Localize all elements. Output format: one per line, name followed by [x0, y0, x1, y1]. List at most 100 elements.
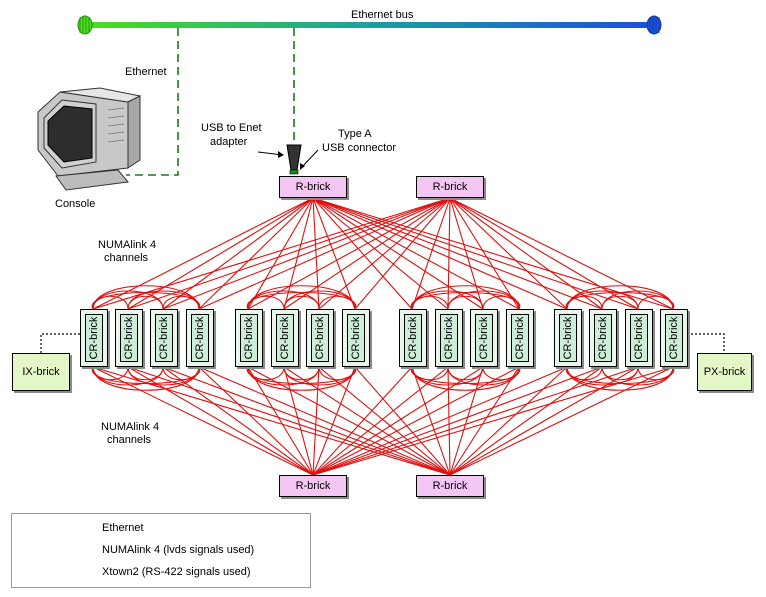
cr-brick-panel: CR-brick [240, 314, 258, 362]
numalink-line [312, 366, 674, 476]
type-a-label-1: Type A [338, 128, 372, 140]
numalink-line [312, 197, 603, 310]
ethernet-bus [86, 22, 652, 28]
cr-brick: CR-brick [660, 309, 688, 367]
numalink-arc-top [283, 295, 320, 310]
cr-brick-label: CR-brick [123, 316, 135, 360]
cr-brick-label: CR-brick [158, 316, 170, 360]
cr-brick: CR-brick [80, 309, 108, 367]
numalink-arc-outer [410, 291, 521, 310]
legend-label-xtown2: Xtown2 (RS-422 signals used) [102, 566, 251, 578]
r-brick-bottom-right: R-brick [416, 475, 484, 497]
numalink-line [127, 197, 451, 310]
cr-brick-panel: CR-brick [85, 314, 103, 362]
numalink-line [449, 366, 568, 476]
cr-brick-panel: CR-brick [475, 314, 493, 362]
cr-brick-panel: CR-brick [191, 314, 209, 362]
cr-brick: CR-brick [115, 309, 143, 367]
monitor-vent [107, 123, 125, 127]
monitor-vent [107, 115, 125, 119]
numalink-line [449, 197, 603, 310]
cr-brick-label: CR-brick [443, 316, 455, 360]
numalink-line [312, 197, 674, 310]
usb-adapter-label-1: USB to Enet [201, 122, 262, 134]
cr-brick: CR-brick [306, 309, 334, 367]
cr-brick: CR-brick [235, 309, 263, 367]
adapter-pointer-head [278, 151, 284, 158]
numalink-bottom-label-2: channels [107, 434, 152, 446]
numalink-line [247, 197, 314, 310]
cr-brick-label: CR-brick [88, 316, 100, 360]
monitor-screen [47, 105, 93, 163]
bus-and-ethernet [37, 15, 725, 353]
ethernet-bus-label: Ethernet bus [351, 9, 414, 21]
numalink-line [312, 197, 520, 310]
monitor-vent [107, 131, 125, 135]
numalink-line [449, 197, 520, 310]
numalink-line [312, 366, 356, 476]
numalink-line [198, 197, 451, 310]
numalink-arc-outer [246, 291, 357, 310]
numalink-line [312, 366, 568, 476]
numalink-line [162, 366, 314, 476]
numalink-line [283, 197, 314, 310]
numalink-line [162, 197, 314, 310]
xtown2-link-ix [40, 333, 80, 353]
cr-brick-label: CR-brick [350, 316, 362, 360]
cr-brick: CR-brick [554, 309, 582, 367]
monitor-base [55, 169, 129, 191]
cr-brick-label: CR-brick [243, 316, 255, 360]
connector-pointer [300, 149, 319, 169]
cr-brick: CR-brick [435, 309, 463, 367]
numalink-line [162, 366, 451, 476]
numalink-arc-outer [565, 366, 675, 385]
numalink-line [312, 366, 520, 476]
numalink-top-label-1: NUMAlink 4 [98, 239, 157, 251]
numalink-line [449, 197, 568, 310]
usb-adapter [286, 144, 302, 171]
numalink-line [92, 366, 451, 476]
ix-brick: IX-brick [12, 353, 70, 391]
cr-brick-label: CR-brick [668, 316, 680, 360]
numalink-line [449, 197, 484, 310]
numalink-arc-outer [565, 291, 675, 310]
console-icon [37, 87, 142, 191]
numalink-line [318, 197, 451, 310]
cr-brick-panel: CR-brick [440, 314, 458, 362]
cr-brick: CR-brick [589, 309, 617, 367]
numalink-line [411, 197, 451, 310]
cr-brick-label: CR-brick [514, 316, 526, 360]
cr-brick-label: CR-brick [407, 316, 419, 360]
numalink-line [198, 197, 314, 310]
r-brick-top-right: R-brick [416, 176, 484, 198]
numalink-line [198, 366, 451, 476]
numalink-line [312, 197, 568, 310]
numalink-arc-outer [91, 366, 201, 385]
console-label: Console [55, 198, 96, 210]
numalink-arc-bottom [566, 366, 674, 391]
xtown2-link-px [687, 333, 725, 353]
numalink-line [447, 197, 451, 310]
monitor-side [127, 95, 141, 169]
cr-brick-panel: CR-brick [559, 314, 577, 362]
monitor-vent [107, 139, 125, 143]
numalink-line [162, 197, 451, 310]
cr-brick-label: CR-brick [194, 316, 206, 360]
numalink-connections [91, 197, 675, 476]
numalink-top-label-2: channels [104, 252, 149, 264]
legend-item-numalink: NUMAlink 4 (lvds signals used) [12, 542, 312, 560]
numalink-line [312, 197, 639, 310]
cr-brick: CR-brick [186, 309, 214, 367]
cr-brick-panel: CR-brick [311, 314, 329, 362]
numalink-line [449, 366, 520, 476]
numalink-line [312, 197, 413, 310]
numalink-line [312, 197, 484, 310]
numalink-line [247, 366, 314, 476]
numalink-line [198, 366, 314, 476]
numalink-line [127, 197, 314, 310]
cr-brick: CR-brick [506, 309, 534, 367]
legend-item-ethernet: Ethernet [12, 520, 312, 538]
numalink-line [312, 197, 449, 310]
numalink-line [449, 197, 639, 310]
